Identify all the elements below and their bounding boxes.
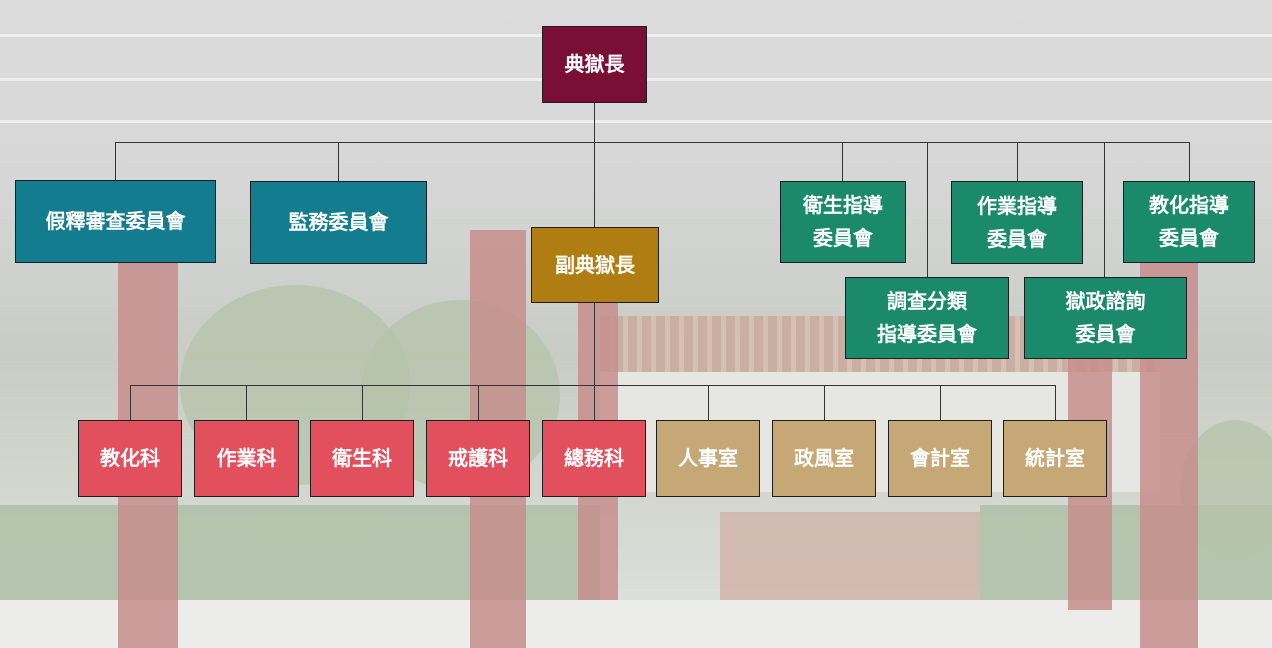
background-ground [0,600,1272,648]
connector-line [115,142,116,181]
custody-section-box: 戒護科 [426,420,530,497]
connector-line [362,385,363,421]
prison-affairs-committee-box: 監務委員會 [250,181,427,264]
connector-line [1055,385,1056,421]
investigation-classification-committee-box: 調查分類 指導委員會 [845,277,1009,359]
health-section-box: 衛生科 [310,420,414,497]
parole-review-committee-box: 假釋審查委員會 [15,180,216,263]
education-section-box: 教化科 [78,420,182,497]
work-section-box: 作業科 [194,420,299,497]
connector-line [1104,142,1105,278]
connector-line [338,142,339,182]
general-affairs-section-box: 總務科 [542,420,646,497]
connector-line [842,142,843,182]
connector-line [1189,142,1190,182]
connector-line [130,385,1055,386]
personnel-office-box: 人事室 [656,420,760,497]
connector-line [824,385,825,421]
deputy-warden-box: 副典獄長 [531,227,659,303]
connector-line [115,142,1190,143]
warden-box: 典獄長 [542,26,647,103]
connector-line [708,385,709,421]
roof-eave-line [0,120,1272,123]
statistics-office-box: 統計室 [1003,420,1107,497]
education-guidance-committee-box: 教化指導 委員會 [1123,181,1255,263]
health-guidance-committee-box: 衛生指導 委員會 [780,181,906,263]
connector-line [927,142,928,278]
ethics-office-box: 政風室 [772,420,876,497]
connector-line [594,102,595,228]
background-path [720,512,980,602]
connector-line [940,385,941,421]
connector-line [246,385,247,421]
connector-line [130,385,131,421]
connector-line [1017,142,1018,182]
work-guidance-committee-box: 作業指導 委員會 [951,181,1083,264]
connector-line [594,302,595,420]
prison-advisory-committee-box: 獄政諮詢 委員會 [1024,277,1187,359]
accounting-office-box: 會計室 [888,420,992,497]
connector-line [478,385,479,421]
